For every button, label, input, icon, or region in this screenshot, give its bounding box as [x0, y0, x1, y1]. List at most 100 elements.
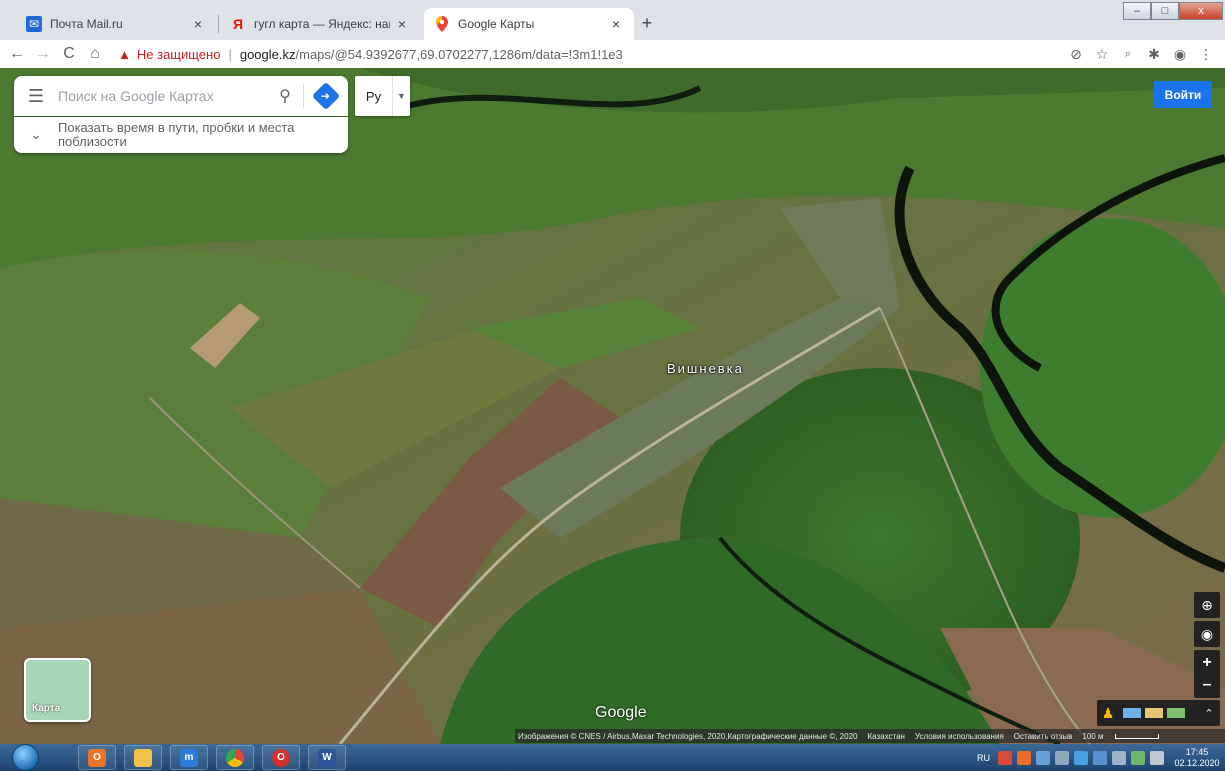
url-domain: google.kz — [239, 46, 296, 62]
security-warning[interactable]: ▲ Не защищено — [118, 47, 220, 62]
zoom-out-button[interactable]: – — [1194, 672, 1220, 698]
street-view-bar: ♟ ⌃ — [1097, 700, 1220, 726]
input-language[interactable]: RU — [977, 752, 990, 763]
expand-up-icon[interactable]: ⌃ — [1204, 707, 1214, 720]
pegman-icon[interactable]: ♟ — [1101, 704, 1115, 721]
tray-flag-icon[interactable] — [1093, 750, 1107, 765]
url-path: /maps/@54.9392677,69.0702277,1286m/data=… — [295, 46, 623, 62]
home-icon[interactable]: ⌂ — [90, 45, 100, 62]
tab-mail[interactable]: ✉ Почта Mail.ru × — [16, 8, 216, 40]
system-clock[interactable]: 17:45 02.12.2020 — [1169, 747, 1225, 769]
travel-time-suggestion[interactable]: ⌄ Показать время в пути, пробки и места … — [14, 117, 348, 153]
outlook-icon: O — [88, 748, 106, 767]
imagery-credit: Изображения © CNES / Airbus,Maxar Techno… — [518, 731, 858, 741]
bookmark-star-icon[interactable]: ☆ — [1095, 45, 1109, 62]
tray-network-icon[interactable] — [1036, 750, 1050, 765]
directions-button[interactable]: ➜ — [304, 81, 348, 111]
tab-title: гугл карта — Яндекс: нашлось 6 — [254, 17, 390, 31]
search-divider — [303, 84, 304, 108]
map-scale[interactable]: 100 м — [1082, 732, 1169, 741]
satellite-imagery — [0, 68, 1225, 744]
taskbar-app-chrome[interactable] — [216, 745, 254, 770]
chevron-down-icon: ⌄ — [30, 127, 42, 142]
maps-pin-icon — [434, 16, 450, 32]
warning-triangle-icon: ▲ — [118, 46, 131, 62]
imagery-chip-yellow[interactable] — [1145, 708, 1163, 718]
url-divider: | — [228, 46, 232, 62]
tray-mail-icon[interactable] — [1017, 750, 1031, 765]
tab-google-maps[interactable]: Google Карты × — [424, 8, 634, 40]
system-tray: RU 17:45 02.12.2020 — [977, 744, 1225, 771]
reload-icon[interactable]: C — [63, 45, 75, 62]
tab-title: Google Карты — [458, 17, 535, 31]
directions-icon: ➜ — [311, 81, 341, 111]
place-label[interactable]: Вишневка — [667, 361, 744, 376]
my-location-button[interactable]: ◉ — [1194, 621, 1220, 647]
url-field[interactable]: google.kz/maps/@54.9392677,69.0702277,12… — [240, 47, 623, 62]
yandex-icon: Я — [232, 16, 244, 32]
hamburger-menu-icon[interactable]: ☰ — [27, 85, 45, 106]
taskbar-app-opera[interactable]: O — [262, 745, 300, 770]
clock-date: 02.12.2020 — [1174, 757, 1220, 768]
chrome-icon — [226, 748, 244, 767]
language-label: Ру — [365, 88, 382, 104]
tab-yandex[interactable]: Я гугл карта — Яндекс: нашлось 6 × — [220, 8, 420, 40]
forward-arrow-icon[interactable]: → — [35, 45, 51, 62]
feedback-link[interactable]: Оставить отзыв — [1013, 731, 1073, 741]
tray-antivirus-icon[interactable] — [998, 750, 1012, 765]
windows-taskbar: O m O W RU 17:45 02.12.2020 — [0, 744, 1225, 771]
tab-separator — [218, 15, 219, 33]
browser-tab-bar: ✉ Почта Mail.ru × Я гугл карта — Яндекс:… — [0, 0, 1225, 40]
start-button[interactable] — [10, 744, 42, 771]
terms-link[interactable]: Условия использования — [914, 731, 1004, 741]
close-window-button[interactable]: x — [1179, 2, 1223, 20]
taskbar-app-explorer[interactable] — [124, 745, 162, 770]
satellite-map[interactable] — [0, 68, 1225, 744]
language-selector[interactable]: Ру ▼ — [355, 76, 410, 116]
new-tab-button[interactable]: + — [641, 12, 653, 33]
map-layer-toggle[interactable]: Карта — [24, 658, 91, 722]
tab-title: Почта Mail.ru — [50, 17, 123, 31]
taskbar-app-maxthon[interactable]: m — [170, 745, 208, 770]
taskbar-app-outlook[interactable]: O — [78, 745, 116, 770]
tray-bluetooth-icon[interactable] — [1055, 750, 1069, 765]
maximize-button[interactable]: □ — [1151, 2, 1179, 20]
tray-display-icon[interactable] — [1150, 750, 1164, 765]
dropdown-arrow-icon[interactable]: ▼ — [392, 76, 410, 116]
taskbar-app-word[interactable]: W — [308, 745, 346, 770]
security-label: Не защищено — [136, 46, 221, 62]
minimize-button[interactable]: – — [1123, 2, 1151, 20]
eye-slash-icon[interactable]: ⊘ — [1070, 45, 1082, 62]
address-bar: ← → C ⌂ ▲ Не защищено | google.kz/maps/@… — [0, 40, 1225, 68]
tray-volume-icon[interactable] — [1112, 750, 1126, 765]
maps-search-input[interactable] — [58, 88, 267, 104]
more-menu-icon[interactable]: ⋮ — [1199, 45, 1213, 62]
extensions-puzzle-icon[interactable]: ✱ — [1148, 45, 1160, 62]
search-icon[interactable]: ⚲ — [279, 88, 291, 105]
back-arrow-icon[interactable]: ← — [9, 45, 25, 62]
tab-close-icon[interactable]: × — [193, 16, 203, 32]
zoom-in-button[interactable]: + — [1194, 650, 1220, 676]
folder-icon — [134, 748, 152, 767]
address-bar-actions: ⊘ ☆ ⌕ ✱ ◉ ⋮ — [1063, 40, 1219, 68]
maps-search-box: ☰ ⚲ ➜ — [14, 76, 348, 116]
window-controls: – □ x — [1123, 2, 1223, 20]
suggestion-text: Показать время в пути, пробки и места по… — [58, 120, 295, 149]
globe-view-button[interactable]: ⊕ — [1194, 592, 1220, 618]
sign-in-button[interactable]: Войти — [1154, 81, 1212, 108]
tab-close-icon[interactable]: × — [611, 16, 621, 32]
clock-time: 17:45 — [1185, 746, 1209, 757]
country-link[interactable]: Казахстан — [867, 731, 905, 741]
scale-bar — [1115, 733, 1160, 739]
windows-logo-icon — [12, 744, 39, 771]
scale-label: 100 м — [1082, 731, 1104, 741]
imagery-chip-green[interactable] — [1167, 708, 1185, 718]
imagery-chip-blue[interactable] — [1123, 708, 1141, 718]
profile-avatar-icon[interactable]: ◉ — [1173, 45, 1187, 62]
tab-close-icon[interactable]: × — [397, 16, 407, 32]
extension-search-icon[interactable]: ⌕ — [1124, 47, 1132, 60]
layer-toggle-label: Карта — [32, 703, 61, 714]
tray-battery-icon[interactable] — [1131, 750, 1145, 765]
tray-update-icon[interactable] — [1074, 750, 1088, 765]
opera-icon: O — [272, 748, 290, 767]
